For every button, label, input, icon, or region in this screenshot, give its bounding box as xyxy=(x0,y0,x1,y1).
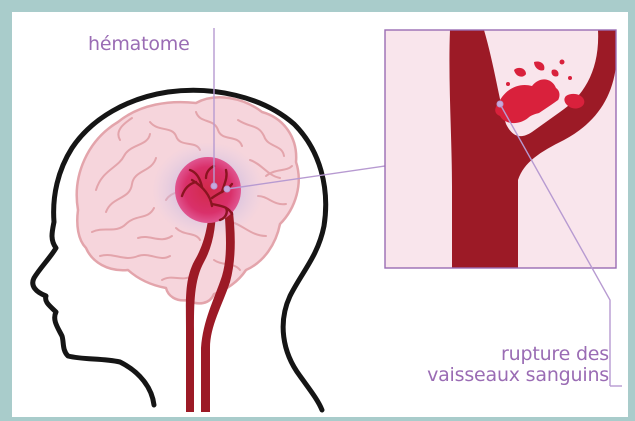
vessel-rupture-label-line-2: vaisseaux sanguins xyxy=(427,365,609,386)
hematoma-label: hématome xyxy=(88,34,190,55)
vessel-rupture-label: rupture des vaisseaux sanguins xyxy=(427,344,609,386)
vessel-rupture-label-line-1: rupture des xyxy=(427,344,609,365)
zoom-inset xyxy=(385,30,616,268)
